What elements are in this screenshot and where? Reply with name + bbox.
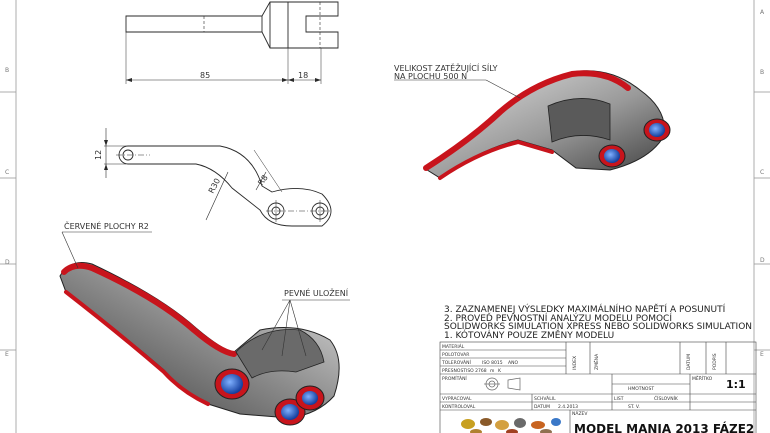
border-letter-left-e: E (5, 351, 9, 358)
semi-product-label: POLOTOVAR (442, 352, 469, 358)
scale-label: MĚŘÍTKO (692, 374, 713, 382)
date-column-label: DATUM (686, 354, 692, 370)
dimension-r30: R30 (207, 177, 222, 195)
weight-label: HMOTNOST (628, 386, 654, 392)
border-letter-left-c: C (5, 169, 9, 176)
accuracy-standard: ISO 2768 (466, 368, 487, 374)
projection-symbol (484, 377, 521, 391)
sign-column-label: PODPIS (712, 353, 718, 370)
border-letter-left-d: D (5, 259, 10, 266)
material-label: MATERIÁL (442, 343, 465, 350)
change-column-label: ZMĚNA (592, 353, 600, 370)
front-view (104, 128, 332, 227)
tolerance-value: ANO (508, 360, 518, 366)
border-letter-right-e: E (760, 351, 764, 358)
border-letter-left-b: B (5, 67, 9, 74)
note-line-2: 2. PROVEĎ PEVNOSTNÍ ANALÝZU MODELU POMOC… (444, 313, 672, 324)
note-line-1: 1. KÓTOVÁNY POUZE ZMĚNY MODELU (444, 330, 615, 341)
accuracy-label: PŘESNOST (442, 366, 466, 374)
company-logo (461, 418, 561, 433)
drawn-by-label: VYPRACOVAL (442, 396, 472, 402)
projection-label: PROMÍTÁNÍ (442, 375, 467, 382)
border-letter-right-b: B (760, 69, 764, 76)
isometric-view-upper (394, 70, 671, 180)
date-value: 2.4.2013 (558, 404, 578, 410)
dimension-18: 18 (298, 71, 308, 80)
accuracy-k: K (498, 368, 502, 374)
border-letter-right-d: D (760, 257, 765, 264)
sheet-number-label: ST. V. (628, 404, 640, 410)
tolerance-standard: ISO 8015 (482, 360, 503, 366)
approved-label: SCHVÁLIL (534, 395, 556, 402)
red-faces-callout: ČERVENÉ PLOCHY R2 (64, 220, 149, 231)
sheet-label: LIST (614, 396, 624, 402)
dimension-85: 85 (200, 71, 210, 80)
title-block-labels: MATERIÁL POLOTOVAR TOLEROVÁNÍ ISO 8015 A… (441, 343, 718, 417)
isometric-view-lower (59, 231, 350, 426)
load-callout-line1: VELIKOST ZATĚŽUJÍCÍ SÍLY (394, 62, 498, 73)
index-column-label: INDEX (572, 356, 578, 370)
title-block-grid (439, 341, 757, 433)
scale-value: 1:1 (726, 378, 746, 391)
note-line-3: 3. ZAZNAMENEJ VÝSLEDKY MAXIMÁLNÍHO NAPĚT… (444, 305, 726, 315)
drawing-title: MODEL MANIA 2013 FÁZE2 (574, 421, 754, 433)
name-label: NÁZEV (572, 410, 588, 417)
drawing-notes: 3. ZAZNAMENEJ VÝSLEDKY MAXIMÁLNÍHO NAPĚT… (444, 305, 753, 341)
border-letter-right-a: A (760, 9, 765, 16)
load-callout-line2: NA PLOCHU 500 N (394, 72, 467, 81)
accuracy-m: m (490, 369, 494, 374)
dimension-12: 12 (94, 150, 103, 160)
date-label: DATUM (534, 404, 550, 410)
border-letter-right-c: C (760, 169, 764, 176)
checked-label: KONTROLOVAL (442, 404, 476, 410)
note-line-2-cont: SOLIDWORKS SIMULATION XPRESS NEBO SOLIDW… (444, 322, 753, 332)
drawing-number-label: ČÍSLOVNÍK (654, 395, 679, 402)
top-view (125, 1, 339, 84)
border-letters: B C D E A B C D E (5, 9, 765, 358)
tolerance-label: TOLEROVÁNÍ (441, 359, 471, 366)
fixed-support-callout: PEVNÉ ULOŽENÍ (284, 287, 349, 298)
